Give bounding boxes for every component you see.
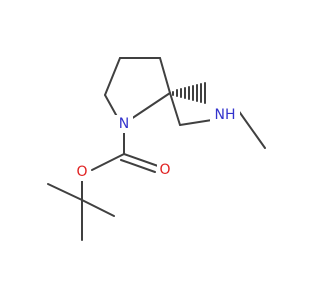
bond-carbonyl-double-a <box>123 153 159 167</box>
atom-nh-label: NH <box>215 107 236 123</box>
structure-diagram: N NH O O <box>47 57 266 241</box>
atom-ester-o-label: O <box>76 164 87 180</box>
atom-n-ring-label: N <box>119 116 129 132</box>
bond-c3-c2 <box>159 57 171 94</box>
bond-c5-c4 <box>104 57 121 96</box>
bond-carbonyl-double-b <box>120 159 156 173</box>
stereo-hashed-wedge <box>172 82 206 104</box>
bond-ch2-nh <box>179 119 213 126</box>
bond-c2-ch2 <box>169 92 181 126</box>
bond-carbonyl-c-ester-o <box>91 153 125 171</box>
bond-tbu-me2 <box>81 199 115 217</box>
bond-nh-ch3 <box>237 109 266 149</box>
bond-c2-n1 <box>127 92 171 122</box>
atom-carbonyl-o-label: O <box>159 162 170 178</box>
bond-tbu-me1 <box>47 183 83 201</box>
